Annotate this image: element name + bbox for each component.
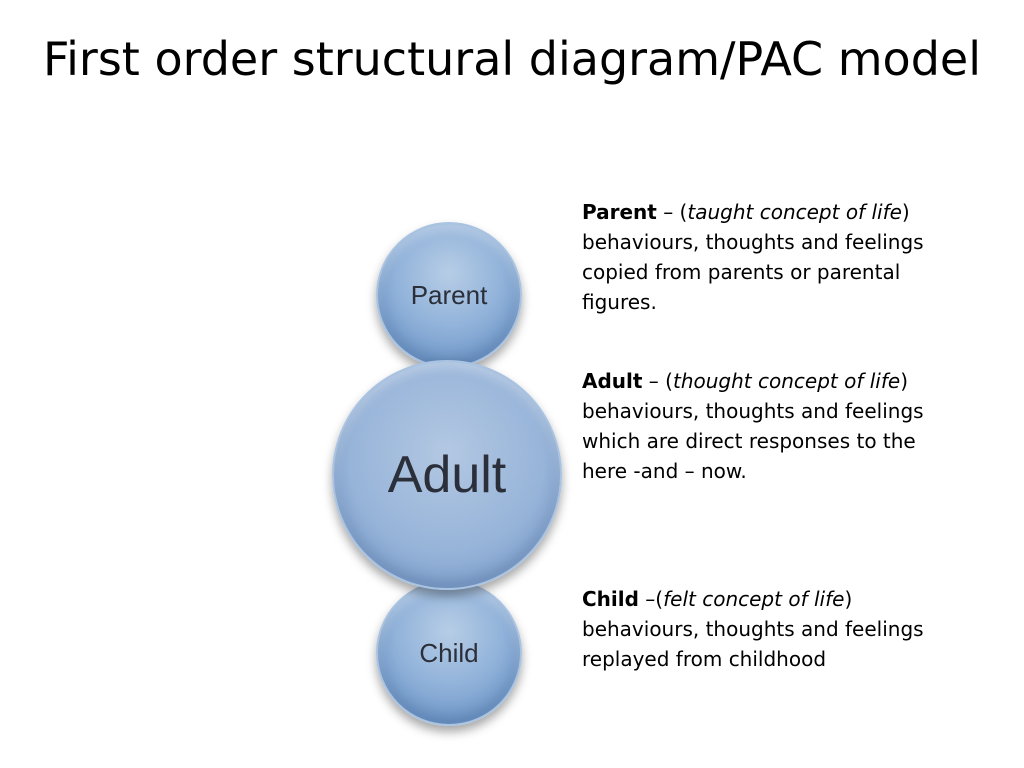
parent-text: ) behaviours, thoughts and feelings copi… [582,200,924,314]
pac-diagram: Parent Adult Child [320,210,580,730]
child-text: ) behaviours, thoughts and feelings repl… [582,587,924,671]
child-separator: –( [638,587,664,611]
parent-circle-label: Parent [410,279,488,310]
parent-term: Parent [582,200,657,224]
child-circle: Child [376,580,522,726]
adult-circle: Adult [332,360,562,590]
parent-separator: – ( [656,200,688,224]
adult-term: Adult [582,369,643,393]
parent-description: Parent – (taught concept of life) behavi… [582,197,942,317]
child-circle-label: Child [419,637,479,668]
page-title: First order structural diagram/PAC model [43,32,981,86]
adult-concept: thought concept of life [672,369,901,393]
adult-text: ) behaviours, thoughts and feelings whic… [582,369,924,483]
child-term: Child [582,587,639,611]
parent-circle: Parent [376,222,522,368]
parent-concept: taught concept of life [687,200,902,224]
adult-description: Adult – (thought concept of life) behavi… [582,366,942,486]
adult-separator: – ( [642,369,673,393]
child-concept: felt concept of life [663,587,845,611]
adult-circle-label: Adult [387,446,507,504]
child-description: Child –(felt concept of life) behaviours… [582,584,942,674]
